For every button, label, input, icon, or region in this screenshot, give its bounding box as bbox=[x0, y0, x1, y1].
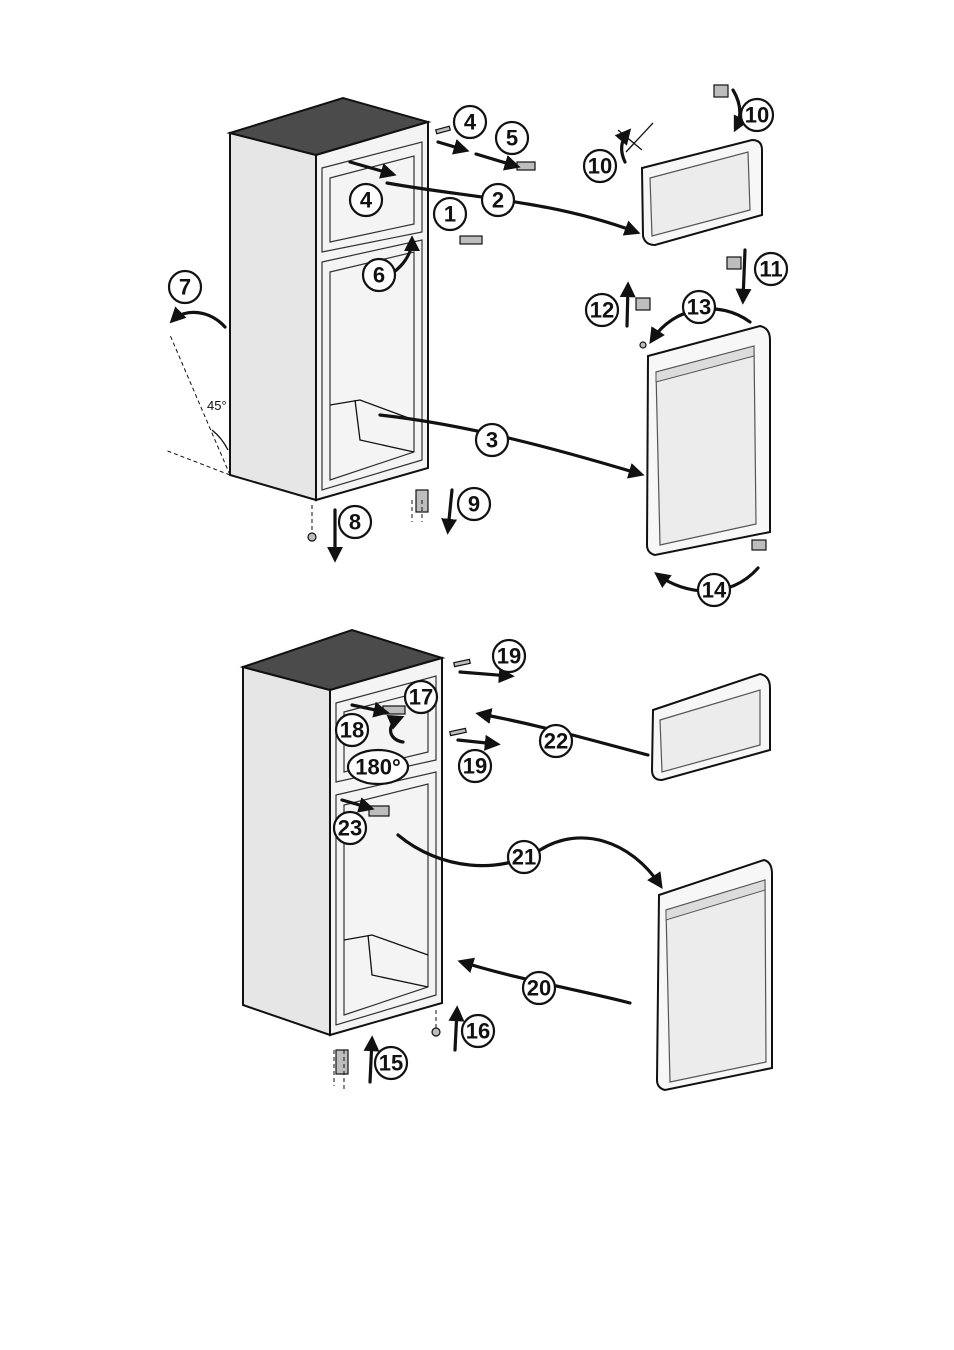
callout-12: 12 bbox=[586, 294, 618, 326]
freezer-door-top bbox=[642, 140, 762, 245]
callout-22: 22 bbox=[540, 725, 572, 757]
callout-17: 17 bbox=[405, 681, 437, 713]
callout-23: 23 bbox=[334, 812, 366, 844]
svg-text:9: 9 bbox=[468, 492, 480, 517]
svg-text:20: 20 bbox=[527, 976, 551, 1001]
bottom-illustration: 19 17 18 22 180° 19 23 21 20 16 15 bbox=[243, 630, 772, 1090]
callout-11: 11 bbox=[755, 253, 787, 285]
svg-text:8: 8 bbox=[349, 510, 361, 535]
svg-text:5: 5 bbox=[506, 126, 518, 151]
svg-text:11: 11 bbox=[759, 257, 782, 282]
callout-19-bottom: 19 bbox=[459, 750, 491, 782]
callout-7: 7 bbox=[169, 271, 201, 303]
callout-2: 2 bbox=[482, 184, 514, 216]
callout-1: 1 bbox=[434, 198, 466, 230]
callout-10-left: 10 bbox=[584, 150, 616, 182]
callout-5: 5 bbox=[496, 122, 528, 154]
svg-text:15: 15 bbox=[379, 1051, 403, 1076]
top-illustration: 45° bbox=[165, 85, 787, 606]
callout-8: 8 bbox=[339, 506, 371, 538]
svg-text:19: 19 bbox=[463, 754, 487, 779]
svg-text:22: 22 bbox=[544, 729, 568, 754]
svg-text:23: 23 bbox=[338, 816, 362, 841]
callout-180-degrees: 180° bbox=[348, 750, 408, 784]
svg-text:7: 7 bbox=[179, 275, 191, 300]
callout-20: 20 bbox=[523, 972, 555, 1004]
svg-text:13: 13 bbox=[687, 295, 711, 320]
svg-text:18: 18 bbox=[340, 718, 364, 743]
callout-21: 21 bbox=[508, 841, 540, 873]
svg-text:3: 3 bbox=[486, 428, 498, 453]
callout-9: 9 bbox=[458, 488, 490, 520]
callout-3: 3 bbox=[476, 424, 508, 456]
svg-text:180°: 180° bbox=[355, 755, 401, 780]
callout-10-right: 10 bbox=[741, 99, 773, 131]
fridge-door-bottom bbox=[657, 860, 772, 1090]
callout-4-top: 4 bbox=[454, 106, 486, 138]
svg-text:2: 2 bbox=[492, 188, 504, 213]
svg-text:14: 14 bbox=[702, 578, 727, 603]
svg-text:4: 4 bbox=[360, 188, 373, 213]
callout-14: 14 bbox=[698, 574, 730, 606]
callout-4-inside: 4 bbox=[350, 184, 382, 216]
svg-text:17: 17 bbox=[409, 685, 433, 710]
svg-text:10: 10 bbox=[588, 154, 612, 179]
callout-15: 15 bbox=[375, 1047, 407, 1079]
svg-text:21: 21 bbox=[512, 845, 536, 870]
callout-19-top: 19 bbox=[493, 640, 525, 672]
callout-16: 16 bbox=[462, 1015, 494, 1047]
svg-text:10: 10 bbox=[745, 103, 769, 128]
fridge-cabinet-top bbox=[230, 98, 428, 500]
svg-text:19: 19 bbox=[497, 644, 521, 669]
freezer-door-bottom bbox=[652, 674, 770, 780]
callout-18: 18 bbox=[336, 714, 368, 746]
svg-text:16: 16 bbox=[466, 1019, 490, 1044]
svg-text:4: 4 bbox=[464, 110, 477, 135]
svg-text:12: 12 bbox=[590, 298, 614, 323]
callout-13: 13 bbox=[683, 291, 715, 323]
angle-label: 45° bbox=[207, 398, 227, 413]
fridge-door-top bbox=[647, 326, 770, 555]
tilt-angle-guide: 45° bbox=[165, 335, 230, 475]
svg-text:6: 6 bbox=[373, 263, 385, 288]
callout-6: 6 bbox=[363, 259, 395, 291]
svg-text:1: 1 bbox=[444, 202, 456, 227]
